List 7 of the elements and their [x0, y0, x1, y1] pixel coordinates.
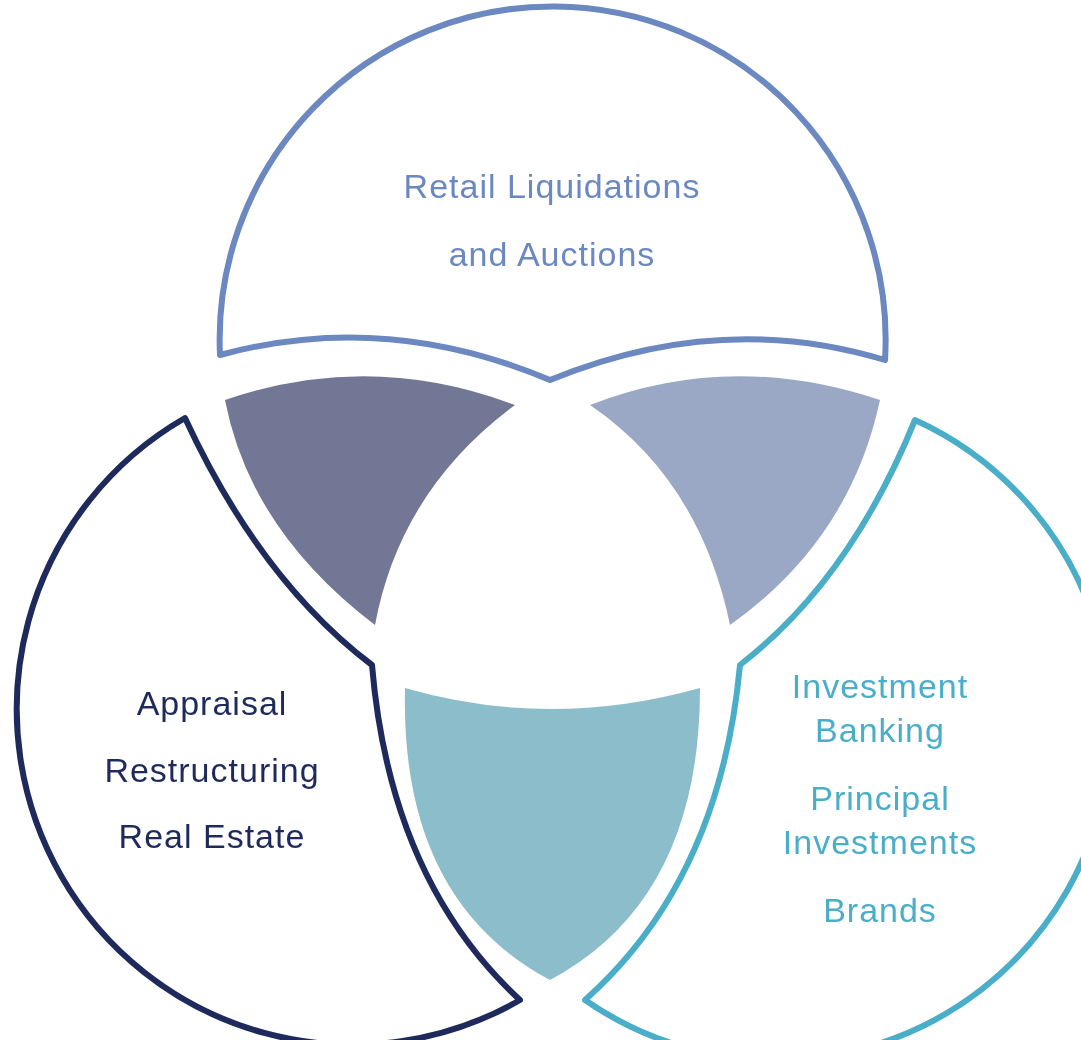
segment-label: Investment Banking — [790, 666, 970, 751]
segment-label: Principal Investments — [781, 778, 979, 863]
segment-label: Retail Liquidations and Auctions — [402, 166, 702, 275]
segment-label: Brands — [822, 890, 938, 931]
segment-label: Appraisal — [135, 683, 289, 724]
segment-label: Real Estate — [117, 816, 307, 857]
segment-label: Restructuring — [103, 750, 321, 791]
